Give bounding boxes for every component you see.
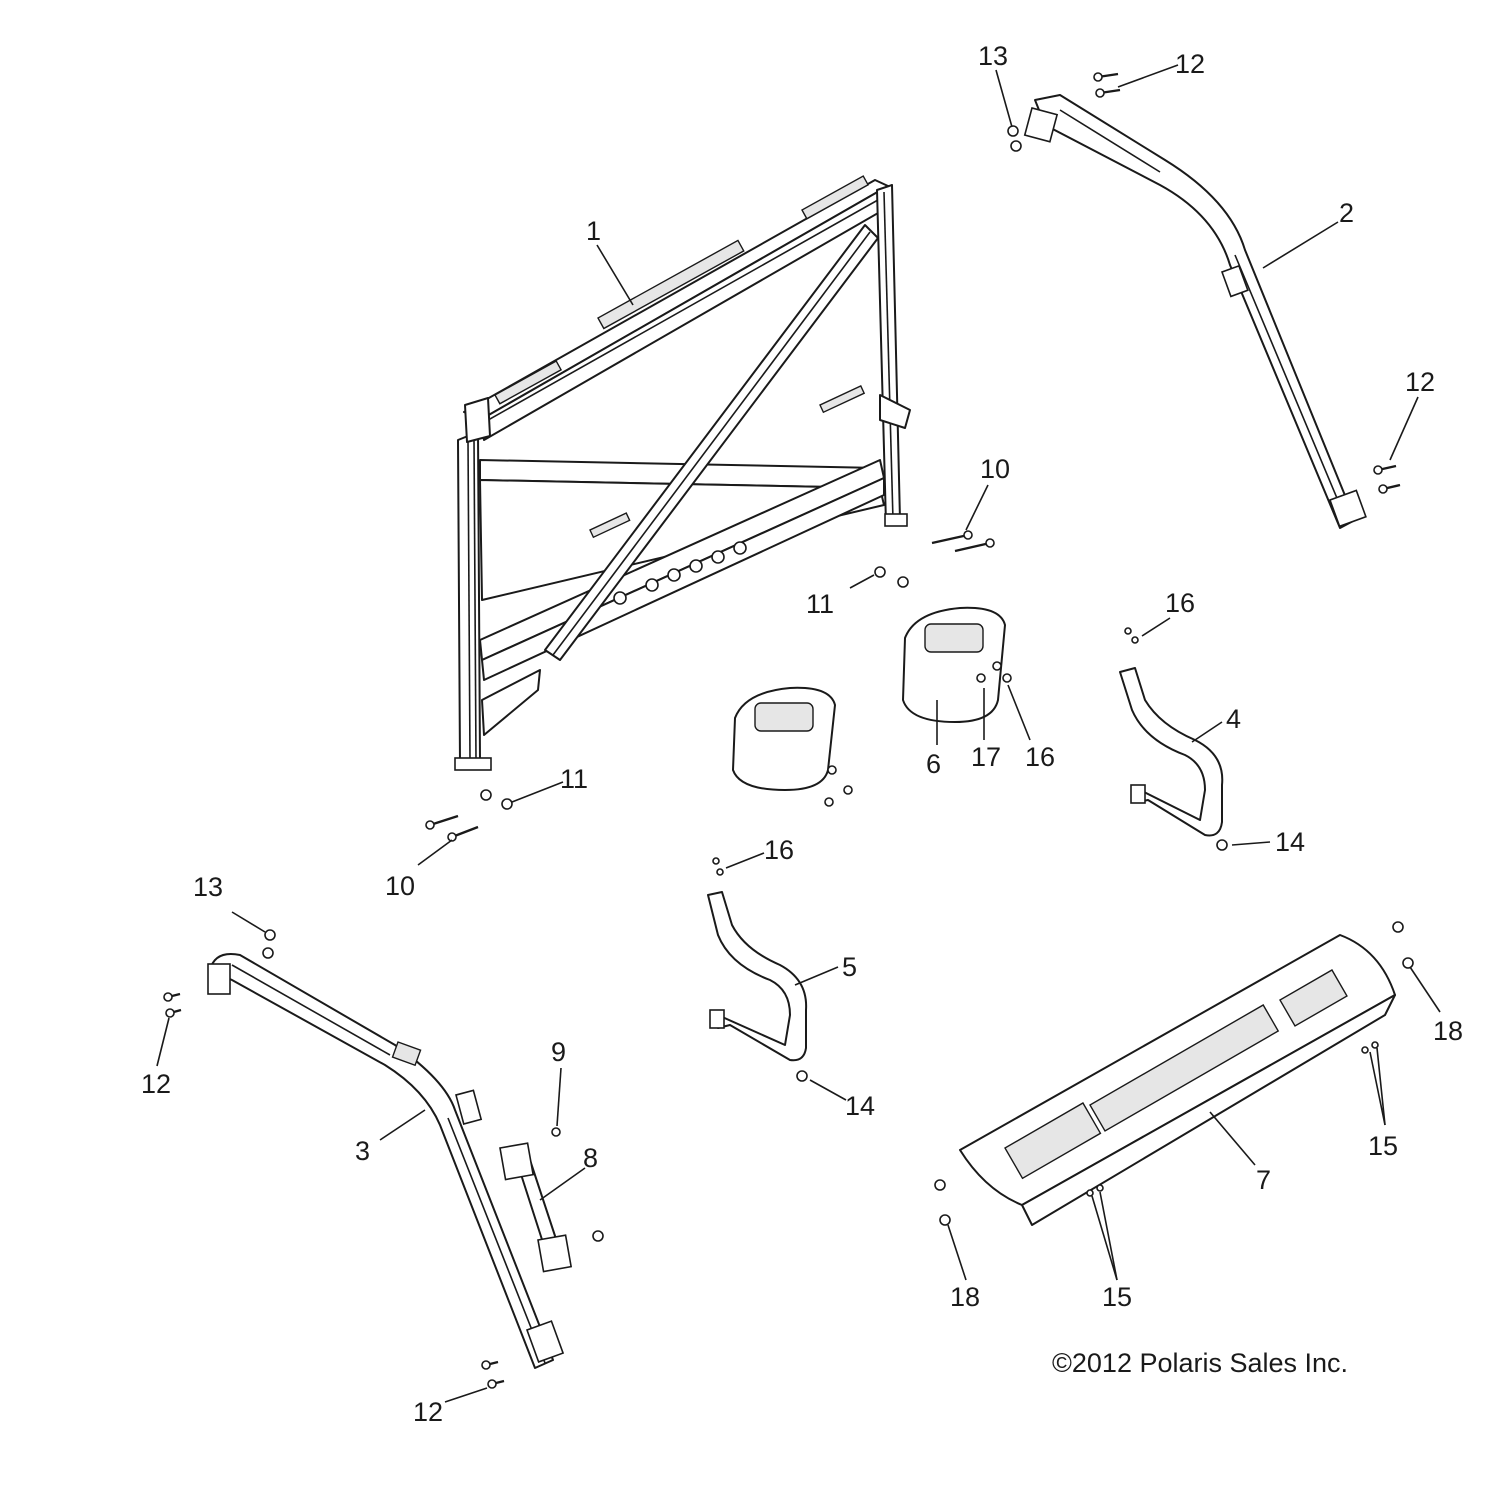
part-6-headrests — [732, 606, 1006, 791]
callout-1: 1 — [586, 216, 601, 246]
callout-labels: 1 2 12 13 12 10 11 16 4 6 17 16 14 11 10… — [141, 41, 1463, 1427]
callout-7: 7 — [1256, 1165, 1271, 1195]
callout-18-right: 18 — [1433, 1016, 1463, 1046]
part-5-left-grab-handle — [707, 891, 808, 1062]
callout-11-left: 11 — [560, 764, 588, 794]
callout-11-right: 11 — [806, 589, 834, 619]
callout-18-bottom: 18 — [950, 1282, 980, 1312]
callout-16-left: 16 — [764, 835, 794, 865]
callout-10-right: 10 — [980, 454, 1010, 484]
callout-4: 4 — [1226, 704, 1241, 734]
callout-12-top: 12 — [1175, 49, 1205, 79]
part-1-rear-cab-frame — [454, 175, 911, 771]
part-4-right-grab-handle — [1119, 667, 1224, 837]
callout-8: 8 — [583, 1143, 598, 1173]
callout-13-top: 13 — [978, 41, 1008, 71]
callout-17: 17 — [971, 742, 1001, 772]
callout-3: 3 — [355, 1136, 370, 1166]
part-8-strut — [499, 1142, 573, 1273]
callout-2: 2 — [1339, 198, 1354, 228]
callout-12-left: 12 — [141, 1069, 171, 1099]
callout-13-left: 13 — [193, 872, 223, 902]
callout-15-bottom: 15 — [1102, 1282, 1132, 1312]
leader-lines — [156, 64, 1441, 1403]
copyright-notice: ©2012 Polaris Sales Inc. — [1052, 1348, 1348, 1378]
callout-9: 9 — [551, 1037, 566, 1067]
callout-10-left: 10 — [385, 871, 415, 901]
part-2-right-roll-bar — [1023, 94, 1367, 529]
callout-16-mid: 16 — [1025, 742, 1055, 772]
callout-5: 5 — [842, 952, 857, 982]
part-7-rear-panel — [959, 934, 1396, 1226]
part-3-left-roll-bar — [207, 953, 565, 1369]
callout-12-right: 12 — [1405, 367, 1435, 397]
callout-6: 6 — [926, 749, 941, 779]
callout-16-right: 16 — [1165, 588, 1195, 618]
hardware-fasteners — [163, 72, 1414, 1389]
callout-14-left: 14 — [845, 1091, 875, 1121]
callout-14-right: 14 — [1275, 827, 1305, 857]
callout-15-right: 15 — [1368, 1131, 1398, 1161]
callout-12-bottom: 12 — [413, 1397, 443, 1427]
